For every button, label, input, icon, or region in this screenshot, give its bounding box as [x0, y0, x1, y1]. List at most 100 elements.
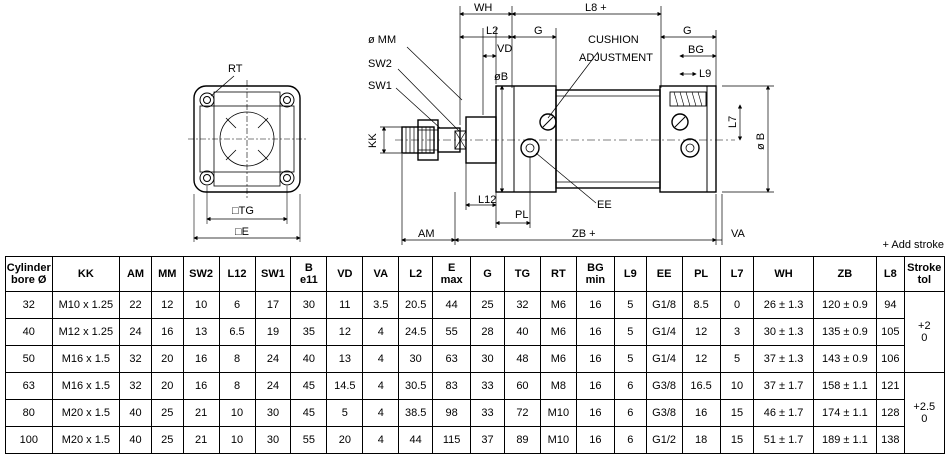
table-cell: 50 [5, 345, 53, 373]
column-header: TG [503, 256, 541, 292]
label-l7: L7 [727, 116, 739, 128]
column-header-text: Cylinder [6, 262, 51, 274]
table-cell: 32 [503, 291, 541, 319]
table-cell: 30 [290, 291, 328, 319]
label-pl: PL [515, 209, 528, 221]
column-header-text: EE [656, 268, 672, 280]
table-cell: M12 x 1.25 [51, 318, 121, 346]
table-cell: 106 [876, 345, 905, 373]
table-cell: M20 x 1.5 [51, 426, 121, 454]
table-cell: 128 [876, 399, 905, 427]
column-header: L9 [613, 256, 647, 292]
table-cell: 20 [150, 345, 184, 373]
table-cell: 16 [150, 318, 184, 346]
table-cell: 16 [182, 345, 220, 373]
table-cell: 24 [254, 345, 292, 373]
column-header-text: B [304, 262, 313, 274]
column-header-text: PL [694, 268, 709, 280]
stroke-tolerance-plus: +2.5 [913, 401, 936, 413]
table-cell: 12 [681, 318, 721, 346]
table-cell: 60 [503, 372, 541, 400]
table-cell: 55 [432, 318, 472, 346]
table-cell: 40 [119, 426, 152, 454]
table-cell: 5 [719, 345, 755, 373]
column-header: PL [681, 256, 721, 292]
column-header-text: G [483, 268, 492, 280]
label-sw1: SW1 [368, 80, 392, 92]
label-kk: KK [367, 133, 379, 148]
table-cell: 12 [326, 318, 364, 346]
column-header-text: MM [158, 268, 177, 280]
table-cell: 5 [326, 399, 364, 427]
table-cell: 16 [575, 372, 615, 400]
column-header: ZB [812, 256, 878, 292]
table-cell: 6 [613, 372, 647, 400]
table-cell: 4 [362, 399, 400, 427]
stroke-tolerance-plus: +2 [918, 320, 931, 332]
table-cell: G1/2 [645, 426, 683, 454]
table-cell: 30 [398, 345, 434, 373]
table-cell: G1/8 [645, 291, 683, 319]
column-header-text: WH [774, 268, 793, 280]
column-header: MM [150, 256, 184, 292]
table-cell: 4 [362, 345, 400, 373]
column-header-text: VD [337, 268, 353, 280]
table-cell: M10 x 1.25 [51, 291, 121, 319]
table-cell: 8 [218, 345, 256, 373]
table-cell: 6.5 [218, 318, 256, 346]
table-cell: G3/8 [645, 399, 683, 427]
label-vd: VD [497, 43, 512, 55]
column-header: KK [51, 256, 121, 292]
table-cell: 13 [326, 345, 364, 373]
label-l2: L2 [486, 25, 498, 37]
label-e: □E [235, 226, 249, 238]
table-cell: 37 ± 1.7 [753, 372, 814, 400]
table-cell: 37 ± 1.3 [753, 345, 814, 373]
table-cell: 28 [470, 318, 505, 346]
column-header-text: L9 [623, 268, 637, 280]
table-cell: 94 [876, 291, 905, 319]
column-header: AM [119, 256, 152, 292]
table-cell: 0 [719, 291, 755, 319]
column-header: L12 [218, 256, 256, 292]
table-cell: 14.5 [326, 372, 364, 400]
table-cell: 24.5 [398, 318, 434, 346]
table-cell: 15 [719, 399, 755, 427]
table-cell: 158 ± 1.1 [812, 372, 878, 400]
table-cell: 20 [326, 426, 364, 454]
column-header-text: TG [514, 268, 531, 280]
label-adjustment: ADJUSTMENT [579, 52, 653, 64]
column-header-text: L8 [883, 268, 897, 280]
table-cell: 44 [432, 291, 472, 319]
table-cell: 33 [470, 399, 505, 427]
table-cell: 45 [290, 372, 328, 400]
end-view [188, 75, 306, 242]
column-header-text: L12 [227, 268, 247, 280]
column-header: L7 [719, 256, 755, 292]
label-wh: WH [474, 2, 492, 14]
table-cell: 143 ± 0.9 [812, 345, 878, 373]
cylinder-drawing: RT □TG □E [188, 2, 774, 245]
table-cell: 40 [503, 318, 541, 346]
table-cell: 44 [398, 426, 434, 454]
table-cell: M6 [539, 318, 577, 346]
table-cell: 30 [254, 426, 292, 454]
table-cell: 3 [719, 318, 755, 346]
table-cell: 26 ± 1.3 [753, 291, 814, 319]
column-header: L2 [398, 256, 434, 292]
table-cell: 24 [254, 372, 292, 400]
table-cell: 17 [254, 291, 292, 319]
table-cell: 30 ± 1.3 [753, 318, 814, 346]
table-cell: 16 [575, 291, 615, 319]
table-cell: 46 ± 1.7 [753, 399, 814, 427]
table-cell: M20 x 1.5 [51, 399, 121, 427]
table-cell: 4 [362, 318, 400, 346]
table-cell: M10 [539, 426, 577, 454]
table-cell: G1/4 [645, 318, 683, 346]
